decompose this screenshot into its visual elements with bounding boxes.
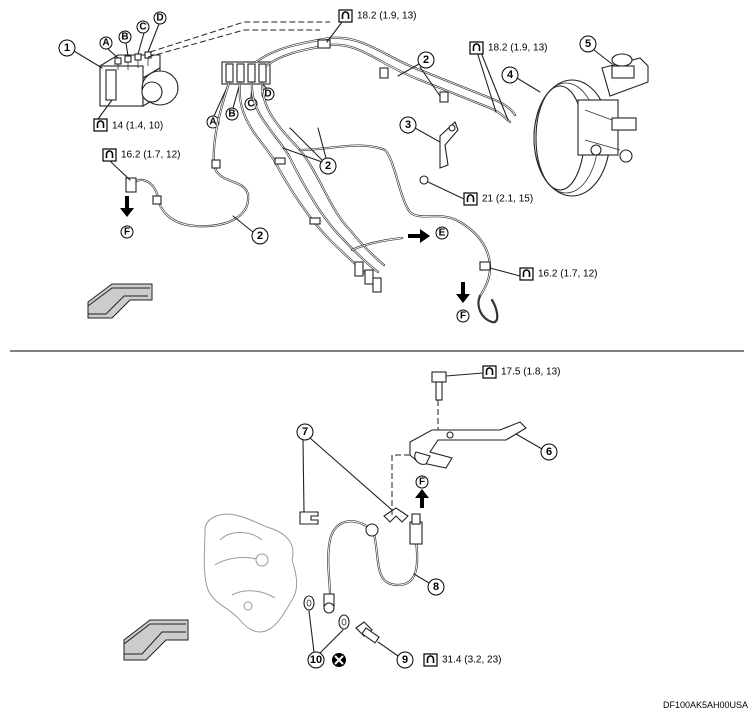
label-a: A [102,38,109,49]
callout-2-upper: 2 [423,54,429,66]
brake-caliper-outline [203,513,298,633]
union-bolt [355,621,380,644]
torque-abs-unit: 14 (1.4, 10) [112,121,163,132]
hose-bracket [409,421,527,469]
torque-right-front: 16.2 (1.7, 12) [538,269,597,280]
torque-hose-bracket-bolt: 17.5 (1.8, 13) [501,367,560,378]
label-c: C [139,22,146,33]
torque-left-front: 16.2 (1.7, 12) [121,150,180,161]
label-d-2: D [264,89,271,100]
callout-9: 9 [402,654,408,666]
pipe-bracket [439,121,459,169]
label-f-lower: F [419,477,425,488]
label-f-left: F [124,227,130,238]
label-c-2: C [247,99,254,110]
torque-pipe-joint: 18.2 (1.9, 13) [357,11,416,22]
do-not-reuse-icon [332,653,346,667]
brake-booster [533,53,649,197]
copper-washer-lower [338,614,350,630]
front-direction-arrow-upper [87,283,153,319]
callout-4: 4 [507,69,514,81]
abs-port-labels: A B C D [99,11,167,59]
lock-plate-left [299,511,319,525]
callout-5: 5 [585,38,591,50]
abs-actuator-unit [99,51,179,107]
lock-plate-right [383,507,409,523]
front-direction-arrow-lower [123,619,189,661]
upper-view: A B C D 1 14 (1.4, 10) A B C [58,9,649,324]
callout-7: 7 [302,426,308,438]
label-b: B [121,32,128,43]
torque-bracket-bolt: 21 (2.1, 15) [482,194,533,205]
callout-10: 10 [310,654,322,666]
torque-master-cylinder: 18.2 (1.9, 13) [488,43,547,54]
figure-code: DF100AK5AH00USA [663,700,748,710]
callout-2-center: 2 [325,160,331,172]
copper-washer-upper [303,595,315,611]
label-b-2: B [228,109,235,120]
label-f-right: F [460,311,466,322]
label-a-2: A [209,117,216,128]
callout-1: 1 [64,42,70,54]
label-e: E [439,228,446,239]
label-d: D [156,13,163,24]
hose-bracket-bolt [431,371,447,401]
callout-6: 6 [546,446,552,458]
callout-8: 8 [433,581,439,593]
lower-view: 7 6 17.5 (1.8, 13) F 10 [123,365,560,669]
callout-3: 3 [405,119,411,131]
brake-pipes [125,36,517,324]
brake-hose [323,513,423,614]
callout-2-lower: 2 [257,230,263,242]
torque-union-bolt: 31.4 (3.2, 23) [442,655,501,666]
junction-block [221,61,271,85]
